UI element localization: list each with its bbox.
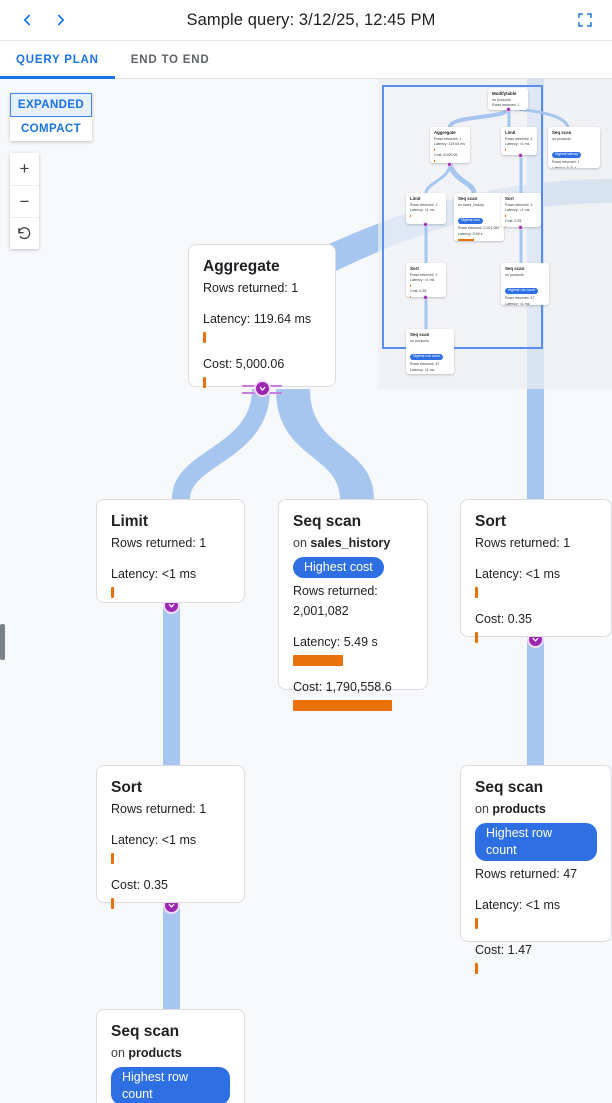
- cost-bar: [203, 376, 206, 388]
- node-seq-scan-sales-history[interactable]: Seq scan on sales_history Highest cost R…: [278, 499, 428, 711]
- page-title: Sample query: 3/12/25, 12:45 PM: [186, 10, 436, 29]
- minimap-cost-bar: [410, 295, 412, 297]
- status-badge-highest-row-count: Highest row count: [111, 1066, 230, 1103]
- zoom-out-button[interactable]: −: [10, 185, 39, 217]
- minimap-node-limit-mid[interactable]: Limit Rows returned: 1 Latency: <1 ms: [406, 193, 446, 224]
- fullscreen-button[interactable]: [568, 3, 602, 37]
- zoom-controls: + −: [10, 153, 39, 249]
- mode-compact-button[interactable]: COMPACT: [10, 117, 92, 141]
- minimap-latency-bar: [505, 215, 507, 218]
- node-table-line: on sales_history: [293, 535, 391, 550]
- tab-end-to-end[interactable]: END TO END: [130, 54, 210, 66]
- node-sort-right[interactable]: Sort Rows returned: 1 Latency: <1 ms Cos…: [460, 499, 612, 643]
- node-limit[interactable]: Limit Rows returned: 1 Latency: <1 ms: [96, 499, 245, 603]
- minimap-toggle-dot[interactable]: [447, 162, 452, 167]
- minimap-latency-bar: [505, 149, 507, 152]
- app-header: Sample query: 3/12/25, 12:45 PM: [0, 0, 612, 41]
- latency-bar: [203, 331, 206, 343]
- collapse-button[interactable]: [254, 380, 271, 397]
- minimap-latency-bar: [434, 149, 436, 152]
- cost-bar: [293, 699, 392, 711]
- fullscreen-icon: [578, 13, 592, 27]
- latency-bar: [111, 586, 114, 598]
- minimap-latency-bar: [410, 285, 412, 288]
- latency-bar: [475, 917, 478, 929]
- minimap-toggle-dot[interactable]: [518, 153, 523, 158]
- layout-mode-group: EXPANDED COMPACT: [10, 93, 92, 141]
- minimap-latency-bar: [458, 238, 474, 241]
- chevron-right-icon: [57, 14, 65, 26]
- minimap-toggle-dot[interactable]: [506, 107, 511, 112]
- node-sort-left[interactable]: Sort Rows returned: 1 Latency: <1 ms Cos…: [96, 765, 245, 909]
- status-badge-highest-cost: Highest cost: [293, 556, 384, 578]
- chevron-down-icon: [168, 903, 175, 908]
- tab-bar: QUERY PLAN END TO END: [0, 41, 612, 79]
- node-table-line: on products: [475, 801, 546, 816]
- node-seq-scan-products-bottom[interactable]: Seq scan on products Highest row count R…: [96, 1009, 245, 1103]
- node-aggregate[interactable]: Aggregate Rows returned: 1 Latency: 119.…: [188, 244, 336, 388]
- chevron-down-icon: [259, 386, 266, 391]
- minimap[interactable]: Modifytable on products Rows returned: 1…: [378, 79, 612, 389]
- minimap-latency-bar: [410, 215, 412, 218]
- node-seq-scan-products-right[interactable]: Seq scan on products Highest row count R…: [460, 765, 612, 974]
- minimap-cost-bar: [434, 159, 436, 162]
- status-badge-highest-row-count: Highest row count: [475, 822, 597, 861]
- minimap-node-limit-top[interactable]: Limit Rows returned: 1 Latency: <1 ms: [501, 127, 537, 155]
- minimap-node-seq-products-mid[interactable]: Seq scan on products Highest row count R…: [501, 263, 549, 305]
- minimap-cost-bar: [505, 225, 507, 227]
- mode-expanded-button[interactable]: EXPANDED: [10, 93, 92, 117]
- tab-query-plan[interactable]: QUERY PLAN: [0, 41, 115, 79]
- minimap-edges: [424, 106, 570, 329]
- minimap-node-seq-sales[interactable]: Seq scan on sales_history Highest cost R…: [454, 193, 504, 241]
- zoom-in-button[interactable]: +: [19, 159, 30, 178]
- minimap-toggle-dot[interactable]: [423, 295, 428, 300]
- latency-bar: [293, 654, 343, 666]
- cost-bar: [475, 962, 478, 974]
- minimap-node-modifytable[interactable]: Modifytable on products Rows returned: 1: [488, 88, 528, 110]
- latency-bar: [111, 852, 114, 864]
- minimap-node-seq-products-top[interactable]: Seq scan on products Highest latency Row…: [548, 127, 600, 168]
- graph-canvas[interactable]: EXPANDED COMPACT + −: [0, 79, 612, 1103]
- reset-icon: [17, 226, 30, 239]
- latency-bar: [475, 586, 478, 598]
- reset-view-button[interactable]: [10, 217, 39, 249]
- minimap-node-aggregate[interactable]: Aggregate Rows returned: 1 Latency: 119.…: [430, 127, 470, 163]
- minimap-toggle-dot[interactable]: [423, 222, 428, 227]
- back-button[interactable]: [10, 3, 44, 37]
- minimap-node-sort-right[interactable]: Sort Rows returned: 1 Latency: <1 ms Cos…: [501, 193, 541, 227]
- minimap-node-seq-products-bottom[interactable]: Seq scan on products Highest row count R…: [406, 329, 454, 374]
- chevron-left-icon: [23, 14, 31, 26]
- minimap-toggle-dot[interactable]: [518, 225, 523, 230]
- cost-bar: [111, 897, 114, 909]
- cost-bar: [475, 631, 478, 643]
- chevron-down-icon: [532, 637, 539, 642]
- vertical-scrollbar-handle[interactable]: [0, 624, 5, 660]
- chevron-down-icon: [168, 603, 175, 608]
- minimap-node-sort-left[interactable]: Sort Rows returned: 1 Latency: <1 ms Cos…: [406, 263, 446, 297]
- forward-button[interactable]: [44, 3, 78, 37]
- node-table-line: on products: [111, 1045, 182, 1060]
